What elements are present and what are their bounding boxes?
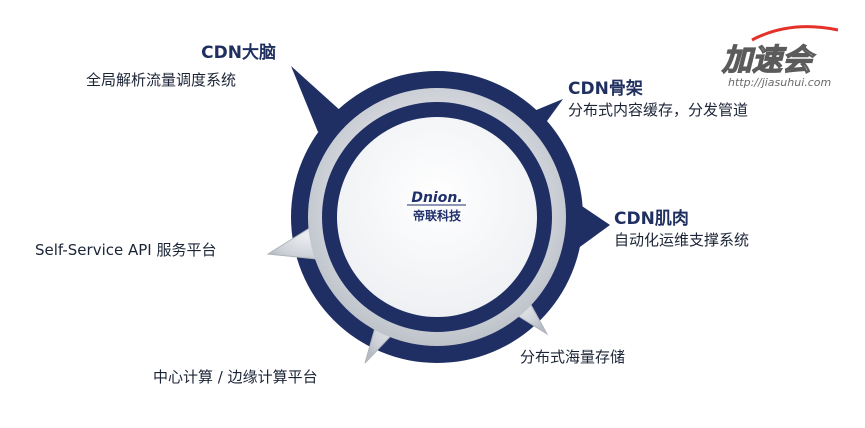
skeleton-title: CDN骨架 [568, 79, 643, 99]
center-logo-text: Dnion. [411, 190, 462, 206]
watermark-brand: 加速会 [721, 43, 816, 78]
muscle-node-label: CDN肌肉 自动化运维支撑系统 [614, 209, 750, 249]
muscle-subtitle: 自动化运维支撑系统 [614, 230, 750, 249]
skeleton-subtitle: 分布式内容缓存，分发管道 [568, 100, 749, 119]
brain-node-label: CDN大脑 [180, 43, 276, 64]
center-company-name: 帝联科技 [413, 208, 462, 223]
storage-label: 分布式海量存储 [520, 348, 626, 366]
brain-subtitle: 全局解析流量调度系统 [86, 71, 237, 89]
skeleton-node-label: CDN骨架 分布式内容缓存，分发管道 [568, 79, 749, 119]
center-disc [337, 117, 537, 317]
brain-title: CDN大脑 [201, 43, 276, 63]
muscle-title: CDN肌肉 [614, 209, 689, 229]
selfservice-label: Self-Service API 服务平台 [35, 241, 217, 259]
watermark-url: http://jiasuhui.com [728, 76, 831, 89]
watermark-logo: 加速会 http://jiasuhui.com [720, 25, 839, 89]
brain-spike [291, 66, 342, 132]
watermark-swoosh-icon [751, 25, 839, 42]
brain-node-subtitle-box: 全局解析流量调度系统 [86, 71, 237, 89]
edge-label: 中心计算 / 边缘计算平台 [153, 368, 318, 386]
